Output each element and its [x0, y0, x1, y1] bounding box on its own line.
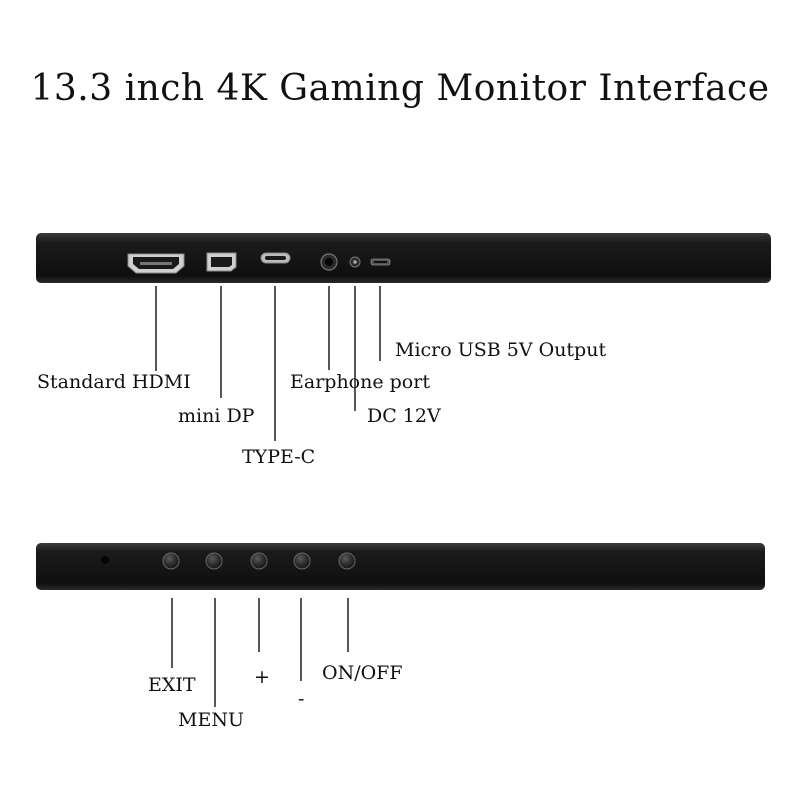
mini-dp-port-icon — [206, 252, 237, 272]
mini-dp-label: mini DP — [178, 405, 255, 427]
exit-button[interactable] — [162, 552, 180, 570]
type-c-label: TYPE-C — [242, 446, 316, 468]
power-button[interactable] — [338, 552, 356, 570]
page-title: 13.3 inch 4K Gaming Monitor Interface — [30, 68, 770, 109]
minus-label: - — [298, 688, 305, 710]
dc-port-icon — [349, 256, 361, 268]
minus-button[interactable] — [293, 552, 311, 570]
hdmi-port-icon — [127, 253, 185, 274]
micro-usb-label: Micro USB 5V Output — [395, 339, 607, 361]
dc-label: DC 12V — [367, 405, 441, 427]
menu-label: MENU — [178, 709, 244, 731]
plus-button[interactable] — [250, 552, 268, 570]
earphone-label: Earphone port — [290, 371, 430, 393]
plus-label: + — [254, 666, 270, 688]
power-label: ON/OFF — [322, 662, 403, 684]
monitor-button-side-panel — [36, 543, 765, 590]
hdmi-label: Standard HDMI — [37, 371, 191, 393]
menu-button[interactable] — [205, 552, 223, 570]
type-c-port-icon — [260, 252, 291, 264]
earphone-port-icon — [320, 253, 338, 271]
micro-usb-port-icon — [370, 258, 391, 266]
button-leader-lines — [171, 598, 349, 707]
indicator-light-icon — [101, 556, 109, 564]
exit-label: EXIT — [148, 674, 196, 696]
port-leader-lines — [155, 286, 381, 441]
